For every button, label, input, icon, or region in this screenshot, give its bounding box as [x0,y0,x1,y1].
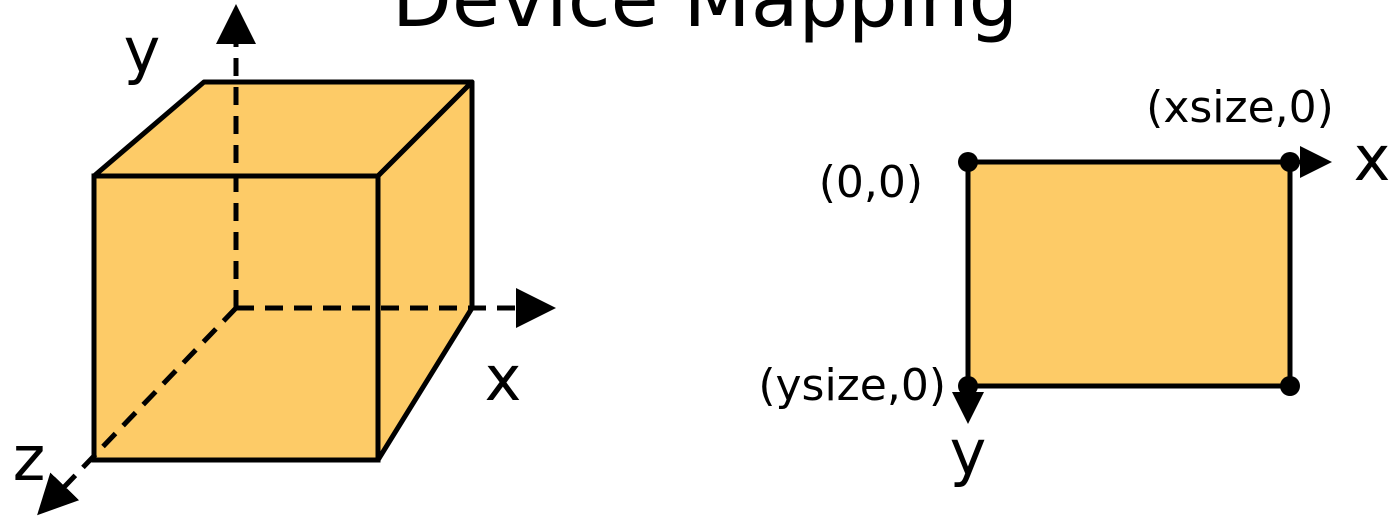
device-diagram: (0,0) (xsize,0) (ysize,0) x y [758,82,1390,489]
device-y-axis-label: y [950,416,987,489]
corner-label-top-left: (0,0) [819,157,923,208]
corner-label-top-right: (xsize,0) [1146,82,1334,133]
cube-z-axis-line [37,306,238,516]
cube-z-axis-label: z [13,422,46,495]
corner-dot-top-right [1280,152,1300,172]
corner-dot-top-left [958,152,978,172]
corner-dot-bottom-left [958,376,978,396]
corner-label-bottom-left: (ysize,0) [758,360,946,411]
cube-front-face [91,173,381,463]
cube-y-axis-label: y [124,14,161,87]
cube-diagram: y x z [13,4,556,516]
device-x-axis-label: x [1354,122,1391,195]
device-rect [965,159,1293,389]
page-title: Device Mapping [392,0,1018,45]
corner-dot-bottom-right [1280,376,1300,396]
cube-x-axis-label: x [485,342,522,415]
